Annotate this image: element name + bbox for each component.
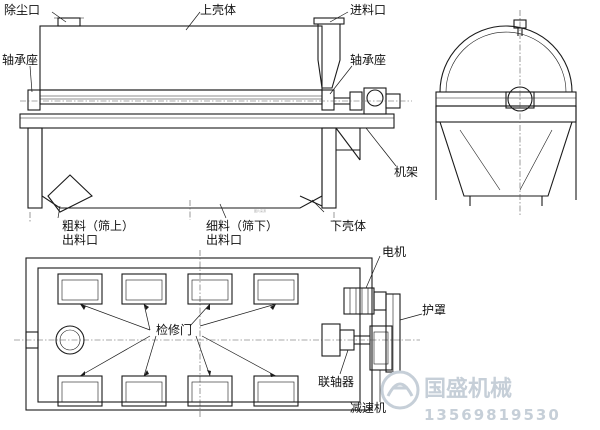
front-view: 图片来源 (19, 17, 412, 222)
inspection-door-top-2 (121, 273, 167, 305)
bearing-seat-left (27, 89, 41, 111)
reducer-top (369, 325, 393, 371)
label-inspection-door: 检修门 (156, 322, 192, 337)
top-dust-port (55, 325, 85, 355)
watermark: 国盛机械 13569819530 (380, 370, 561, 424)
top-view (14, 250, 420, 418)
inspection-door-top-1 (57, 273, 103, 305)
side-hopper (439, 121, 573, 197)
inspection-door-top-4 (253, 273, 299, 305)
feed-hopper (317, 23, 341, 89)
label-coarse-outlet-2: 出料口 (62, 233, 98, 247)
label-reducer: 减速机 (350, 401, 386, 415)
label-fine-outlet-2: 出料口 (206, 233, 242, 247)
coarse-outlet-chute (47, 174, 93, 213)
label-fine-outlet-1: 细料（筛下） (206, 218, 278, 233)
label-bearing-seat-left: 轴承座 (2, 52, 38, 67)
label-feed-port: 进料口 (350, 3, 386, 17)
label-bearing-seat-right: 轴承座 (350, 52, 386, 67)
label-dust-port: 除尘口 (4, 2, 40, 17)
bearing-seat-right (321, 89, 335, 111)
side-dome (439, 25, 573, 93)
leader-lines (29, 11, 423, 402)
upper-shell-body (39, 25, 323, 91)
label-motor: 电机 (382, 245, 406, 259)
lower-shell-body (41, 127, 323, 209)
coupling-top (339, 329, 355, 351)
inspection-door-top-3 (187, 273, 233, 305)
tiny-credit: 图片来源 (254, 208, 266, 213)
drum-band (39, 89, 323, 105)
labels: 除尘口 上壳体 进料口 轴承座 轴承座 机架 粗料（筛上） 出料口 细料（筛下）… (2, 2, 446, 415)
label-upper-shell: 上壳体 (200, 3, 236, 17)
frame-beam-top (19, 113, 395, 129)
frame-leg-left (27, 127, 43, 209)
frame-leg-right (321, 127, 337, 209)
label-coarse-outlet-1: 粗料（筛上） (62, 218, 134, 233)
label-coupling: 联轴器 (318, 374, 354, 389)
side-view (435, 10, 577, 216)
label-guard: 护罩 (422, 303, 446, 317)
label-lower-shell: 下壳体 (330, 219, 366, 233)
watermark-phone: 13569819530 (424, 406, 561, 424)
motor-body (343, 287, 375, 315)
watermark-brand: 国盛机械 (424, 376, 512, 402)
dust-port-flange (57, 17, 81, 27)
watermark-logo (380, 370, 420, 410)
label-frame: 机架 (394, 165, 418, 179)
